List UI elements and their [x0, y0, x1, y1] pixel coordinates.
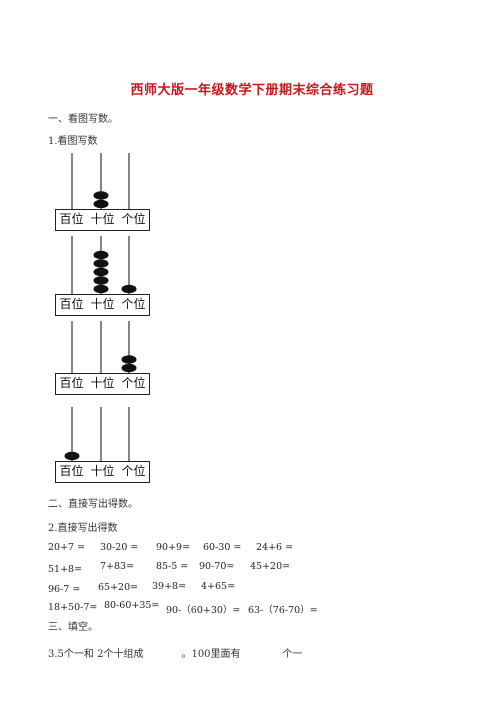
bead-ones — [121, 355, 137, 364]
bead-tens — [93, 191, 109, 200]
label-tens: 十位 — [90, 297, 115, 311]
fill-q1-part-b: 。100里面有 — [181, 649, 241, 660]
abacus-2-labels: 百位 十位 个位 — [55, 294, 150, 316]
label-hundreds: 百位 — [59, 297, 84, 311]
bead-tens — [93, 276, 109, 285]
label-hundreds: 百位 — [59, 212, 84, 226]
arith-item: 63-（76-70）= — [248, 605, 318, 616]
bead-tens — [93, 199, 109, 209]
fill-q1-part-a: 3.5个一和 2个十组成 — [48, 649, 144, 660]
bead-tens — [93, 284, 109, 294]
abacus-4 — [55, 407, 150, 461]
arith-item: 39+8= — [152, 581, 187, 592]
abacus-1-rods — [71, 153, 130, 209]
label-tens: 十位 — [90, 376, 115, 390]
section-1-heading: 一、看图写数。 — [48, 114, 118, 125]
bead-hundreds — [64, 451, 80, 461]
label-ones: 个位 — [121, 376, 146, 390]
abacus-1-labels: 百位 十位 个位 — [55, 209, 150, 231]
arith-item: 30-20 = — [100, 542, 139, 553]
bead-tens — [93, 267, 109, 277]
label-hundreds: 百位 — [59, 376, 84, 390]
arith-item: 85-5 = — [156, 561, 189, 572]
arith-item: 7+83= — [100, 561, 135, 572]
abacus-3-labels: 百位 十位 个位 — [55, 373, 150, 395]
bead-ones — [121, 363, 137, 373]
arith-item: 18+50-7= — [48, 602, 98, 613]
fill-q1-part-c: 个一 — [282, 649, 303, 660]
arith-item: 90-70= — [199, 561, 235, 572]
label-hundreds: 百位 — [59, 464, 84, 478]
arith-item: 80-60+35= — [104, 600, 160, 611]
fill-question-1: 3.5个一和 2个十组成 。100里面有 个一 — [48, 645, 303, 660]
arith-item: 60-30 = — [203, 542, 242, 553]
label-tens: 十位 — [90, 464, 115, 478]
page-title: 西师大版一年级数学下册期末综合练习题 — [130, 83, 374, 98]
arith-item: 20+7 = — [48, 542, 86, 553]
arith-item: 90-（60+30）= — [166, 605, 241, 616]
arith-item: 24+6 = — [256, 542, 294, 553]
arith-item: 96-7 = — [48, 584, 81, 595]
bead-ones — [121, 284, 137, 294]
arith-item: 90+9= — [156, 542, 191, 553]
section-1-subheading: 1.看图写数 — [48, 136, 98, 147]
label-tens: 十位 — [90, 212, 115, 226]
abacus-2 — [55, 236, 150, 294]
abacus-3-rods — [71, 321, 137, 373]
abacus-1 — [55, 153, 150, 209]
section-3-heading: 三、填空。 — [48, 622, 98, 633]
section-2-subheading: 2.直接写出得数 — [48, 523, 118, 534]
label-ones: 个位 — [121, 297, 146, 311]
section-2-heading: 二、直接写出得数。 — [48, 499, 138, 510]
arith-item: 4+65= — [201, 581, 236, 592]
bead-tens — [93, 259, 109, 268]
arith-item: 51+8= — [48, 564, 83, 575]
abacus-2-rods — [71, 236, 137, 294]
label-ones: 个位 — [121, 212, 146, 226]
abacus-3 — [55, 321, 150, 373]
abacus-4-labels: 百位 十位 个位 — [55, 461, 150, 483]
bead-tens — [93, 250, 109, 260]
abacus-4-rods — [64, 407, 130, 461]
label-ones: 个位 — [121, 464, 146, 478]
arith-item: 65+20= — [98, 582, 139, 593]
arith-item: 45+20= — [250, 561, 291, 572]
